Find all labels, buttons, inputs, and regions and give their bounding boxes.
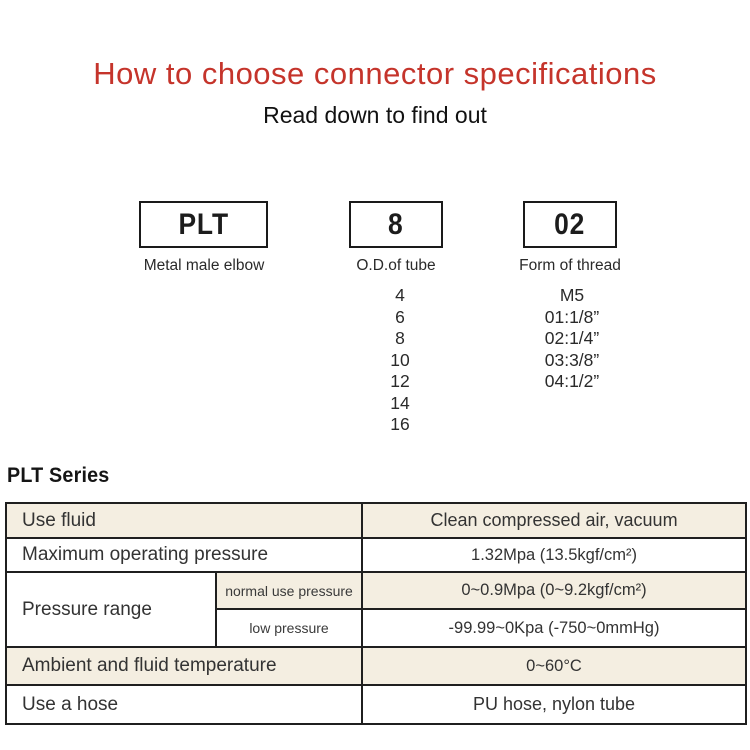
plt-series-spec-table: Use fluid Clean compressed air, vacuum M… — [4, 502, 748, 725]
spec-row-low-pressure: low pressure -99.99~0Kpa (-750~0mmHg) — [6, 608, 748, 648]
page-title: How to choose connector specifications — [93, 56, 657, 91]
spec-row-hose: Use a hose PU hose, nylon tube — [4, 684, 748, 725]
tube-size-option-list: 4 6 8 10 12 14 16 — [355, 285, 445, 436]
tube-size-option: 10 — [390, 349, 410, 370]
thread-form-option: 01:1/8” — [544, 306, 600, 327]
model-code-box: PLT — [139, 201, 268, 248]
tube-size-code: 8 — [388, 207, 404, 241]
spec-row-use-fluid: Use fluid Clean compressed air, vacuum — [4, 502, 748, 539]
thread-form-option: 04:1/2” — [544, 371, 600, 391]
tube-size-caption: O.D.of tube — [356, 257, 436, 274]
hose-label: Use a hose — [4, 684, 364, 725]
spec-row-temperature: Ambient and fluid temperature 0~60°C — [4, 646, 748, 686]
max-pressure-label: Maximum operating pressure — [4, 537, 364, 573]
model-code: PLT — [178, 207, 229, 241]
pressure-range-label: Pressure range — [5, 571, 217, 648]
normal-pressure-value: 0~0.9Mpa (0~9.2kgf/cm²) — [361, 571, 748, 610]
hose-value: PU hose, nylon tube — [361, 684, 748, 725]
temperature-value: 0~60°C — [361, 646, 748, 686]
thread-code: 02 — [554, 207, 586, 241]
tube-size-option: 4 — [395, 285, 405, 305]
thread-form-option: M5 — [559, 285, 585, 305]
tube-size-option: 6 — [395, 306, 405, 327]
spec-row-max-pressure: Maximum operating pressure 1.32Mpa (13.5… — [4, 537, 748, 573]
thread-form-option-list: M5 01:1/8” 02:1/4” 03:3/8” 04:1/2” — [495, 285, 649, 393]
temperature-label: Ambient and fluid temperature — [4, 646, 364, 686]
tube-size-option: 12 — [390, 371, 410, 391]
thread-form-option: 03:3/8” — [544, 349, 600, 370]
tube-size-option: 14 — [390, 392, 410, 413]
model-code-caption: Metal male elbow — [143, 257, 265, 274]
use-fluid-value: Clean compressed air, vacuum — [361, 502, 748, 539]
normal-pressure-label: normal use pressure — [214, 571, 364, 610]
tube-size-option: 16 — [390, 414, 410, 434]
max-pressure-value: 1.32Mpa (13.5kgf/cm²) — [361, 537, 748, 573]
series-heading: PLT Series — [7, 464, 110, 487]
thread-caption: Form of thread — [519, 257, 621, 274]
thread-code-box: 02 — [523, 201, 617, 248]
page-subtitle: Read down to find out — [263, 102, 487, 128]
spec-row-normal-pressure: Pressure range normal use pressure 0~0.9… — [5, 571, 748, 648]
thread-form-option: 02:1/4” — [544, 328, 600, 348]
use-fluid-label: Use fluid — [4, 502, 364, 539]
tube-size-option: 8 — [395, 328, 405, 348]
low-pressure-label: low pressure — [214, 608, 364, 648]
tube-size-code-box: 8 — [349, 201, 443, 248]
low-pressure-value: -99.99~0Kpa (-750~0mmHg) — [361, 608, 748, 648]
